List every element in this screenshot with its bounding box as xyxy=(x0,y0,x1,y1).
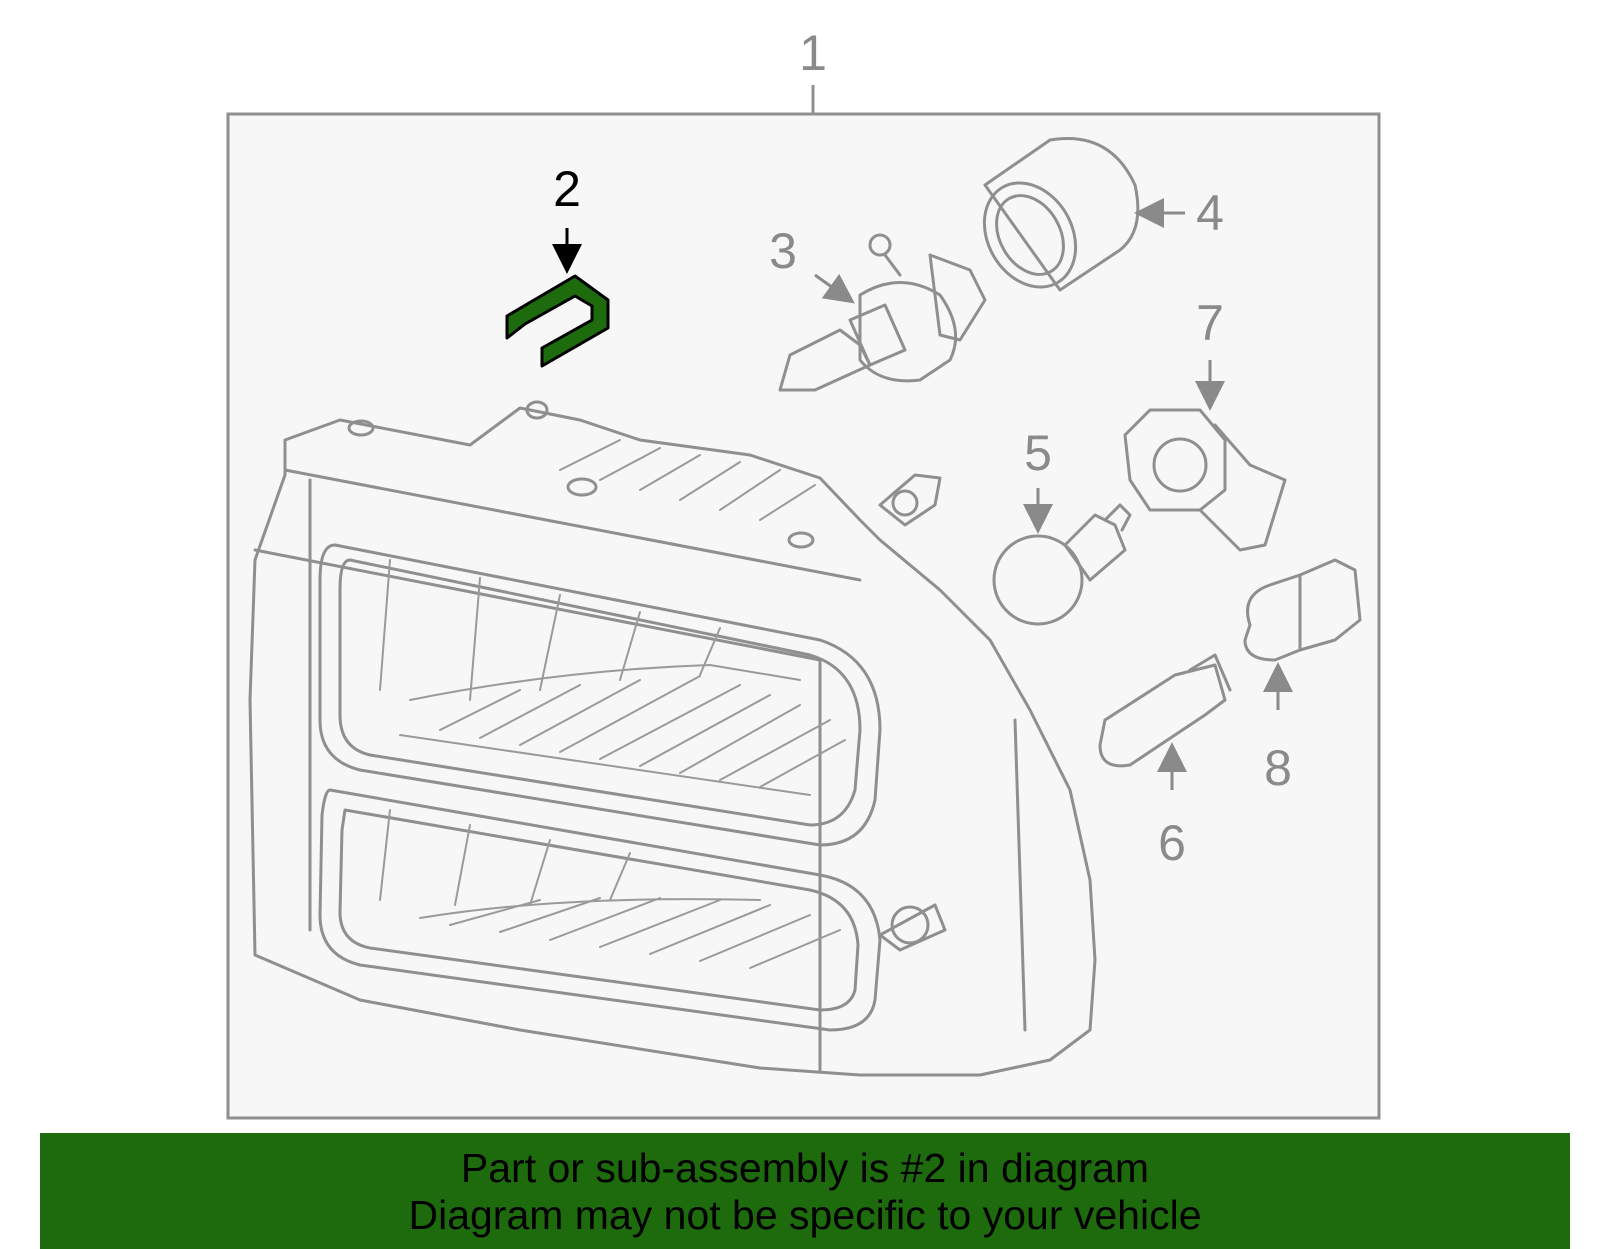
callout-8: 8 xyxy=(1264,740,1292,796)
callout-2: 2 xyxy=(553,161,581,217)
info-banner: Part or sub-assembly is #2 in diagram Di… xyxy=(40,1133,1570,1249)
part-6-bulb xyxy=(1098,653,1232,768)
callout-1: 1 xyxy=(799,25,827,81)
callout-5: 5 xyxy=(1024,425,1052,481)
part-7-socket xyxy=(1123,408,1287,552)
callout-3: 3 xyxy=(769,223,797,279)
part-4-cap xyxy=(982,137,1140,292)
part-5-bulb xyxy=(992,503,1132,626)
part-2-clip[interactable] xyxy=(505,274,610,368)
callout-4: 4 xyxy=(1196,185,1224,241)
part-8-socket xyxy=(1243,558,1362,662)
assembly-frame xyxy=(226,112,1381,1120)
callout-3-arrow xyxy=(814,273,855,304)
callout-6: 6 xyxy=(1158,815,1186,871)
banner-line-2: Diagram may not be specific to your vehi… xyxy=(408,1192,1202,1238)
headlamp-housing xyxy=(248,400,1097,1077)
callout-7: 7 xyxy=(1196,295,1224,351)
part-3-bulb xyxy=(778,233,987,392)
banner-line-1: Part or sub-assembly is #2 in diagram xyxy=(460,1145,1150,1191)
